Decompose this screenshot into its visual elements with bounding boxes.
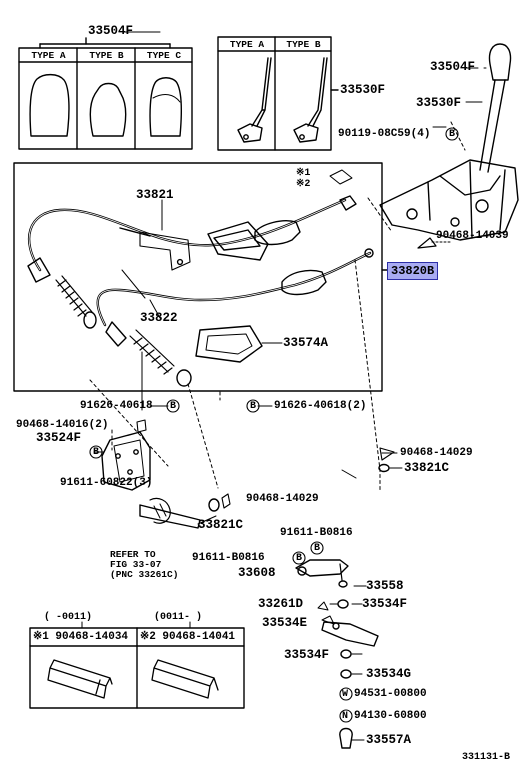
lever-type-a-icon	[251, 57, 272, 127]
variant-table	[29, 621, 245, 709]
marker-1: ※1	[296, 168, 311, 179]
plate-label: 33574A	[283, 336, 329, 350]
bush-right-label: 33821C	[404, 461, 450, 475]
clip-right-label: 90468-14029	[400, 447, 473, 459]
knob-upper-label: 33504F	[430, 60, 476, 74]
bracket-label: 33524F	[36, 431, 82, 445]
lever-type-a-header: TYPE A	[229, 39, 265, 50]
shift-cable	[27, 198, 347, 329]
knob-type-b-header: TYPE B	[89, 50, 124, 61]
bolt-left-marker: B	[170, 401, 177, 412]
part-33534g-label: 33534G	[366, 667, 412, 681]
bracket-icon	[101, 419, 151, 491]
variant-right-range: (0011- )	[154, 612, 203, 623]
knob-type-a-icon	[29, 73, 70, 137]
cable-2-label: 33822	[140, 311, 178, 325]
lever-type-b-header: TYPE B	[286, 39, 321, 50]
lever-type-b-icon	[307, 57, 328, 127]
clip-left-label: 90468-14016(2)	[16, 419, 109, 431]
lever-lower-label: 33608	[238, 566, 276, 580]
marker-2: ※2	[296, 179, 311, 190]
bolt-b-label: 91611-B0816	[280, 527, 353, 539]
bush-lower-label: 33821C	[198, 518, 244, 532]
select-cable	[96, 169, 374, 387]
plate-icon	[195, 325, 263, 363]
washer-label: 94531-00800	[354, 688, 427, 700]
shift-lever-assembly	[379, 43, 519, 241]
knob-type-c-icon	[149, 77, 182, 137]
footer-code: 331131-B	[462, 752, 511, 763]
bolt-right-marker: B	[250, 401, 257, 412]
clip-variant-2-icon	[151, 659, 219, 699]
bolt-b2-label: 91611-B0816	[192, 552, 265, 564]
variant-left-part: ※1 90468-14034	[33, 631, 129, 643]
lever-part-label: 33530F	[340, 83, 386, 97]
part-33534f-b-label: 33534F	[284, 648, 330, 662]
lever-upper-label: 33530F	[416, 96, 462, 110]
clip-main-label: 90468-14039	[436, 230, 509, 242]
bolt-right-label: 91626-40618(2)	[274, 400, 367, 412]
part-33534f-a-label: 33534F	[362, 597, 408, 611]
part-33261d-label: 33261D	[258, 597, 304, 611]
washer-marker: W	[342, 689, 349, 700]
refer-note: REFER TO FIG 33-07 (PNC 33261C)	[110, 549, 179, 580]
part-33534e-label: 33534E	[262, 616, 308, 630]
part-33558-label: 33558	[366, 579, 404, 593]
nut-label: 91611-60822(3)	[60, 477, 153, 489]
knob-upper-icon	[488, 43, 512, 81]
knob-type-b-icon	[89, 82, 127, 137]
nut-n-label: 94130-60800	[354, 710, 427, 722]
lever-types-table	[217, 36, 339, 151]
knob-type-c-header: TYPE C	[146, 50, 182, 61]
cable-main-label: 33820B	[387, 262, 439, 280]
knob-part-label: 33504F	[88, 24, 134, 38]
knob-type-a-header: TYPE A	[31, 50, 66, 61]
bolt-lever-label: 90119-08C59(4)	[338, 128, 431, 140]
nut-marker: B	[93, 447, 100, 458]
part-33557a-label: 33557A	[366, 733, 412, 747]
variant-left-range: ( -0011)	[44, 612, 93, 623]
bolt-b2-marker: B	[296, 553, 303, 564]
bolt-left-label: 91626-40618	[80, 400, 153, 412]
clip-right-icon	[417, 237, 437, 249]
circle-markers	[89, 127, 459, 723]
knob-types-table	[18, 37, 193, 150]
bolt-b-marker: B	[314, 543, 321, 554]
refer-cable-end	[139, 497, 217, 529]
variant-right-part: ※2 90468-14041	[140, 631, 236, 643]
clip-variant-1-icon	[47, 659, 113, 699]
cable-box	[13, 162, 383, 392]
leader-lines	[89, 197, 393, 491]
clip-lower-label: 90468-14029	[246, 493, 319, 505]
lower-lever-assembly	[295, 559, 379, 749]
cable-1-label: 33821	[136, 188, 174, 202]
bolt-lever-marker: B	[449, 129, 456, 140]
nut-n-marker: N	[342, 711, 349, 722]
